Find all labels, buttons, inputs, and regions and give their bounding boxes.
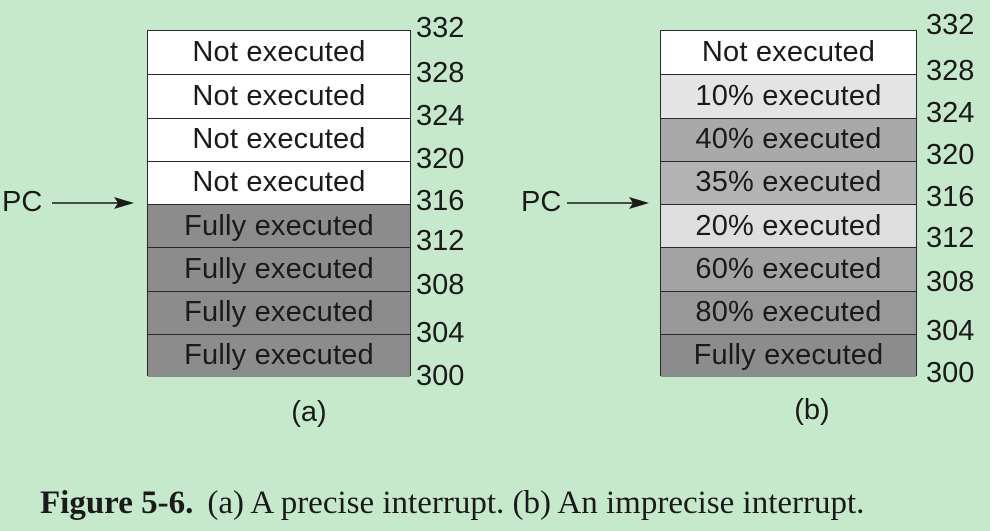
address-label: 316 bbox=[416, 185, 465, 217]
instruction-cell: Not executed bbox=[148, 74, 410, 118]
diagram-label-a: (a) bbox=[291, 396, 327, 428]
instruction-cell: 40% executed bbox=[661, 117, 916, 161]
pc-label-a: PC bbox=[2, 186, 43, 218]
instruction-cell: Fully executed bbox=[148, 204, 410, 248]
address-label: 320 bbox=[416, 143, 465, 175]
instruction-cell: Fully executed bbox=[148, 333, 410, 377]
instruction-cell: Not executed bbox=[148, 31, 410, 75]
address-label: 328 bbox=[926, 55, 975, 87]
pc-arrow-b bbox=[567, 197, 649, 209]
instruction-cell: Fully executed bbox=[148, 290, 410, 334]
address-label: 304 bbox=[416, 317, 465, 349]
instruction-cell: Not executed bbox=[661, 31, 916, 75]
instruction-cell: 35% executed bbox=[661, 160, 916, 204]
instruction-cell: 10% executed bbox=[661, 74, 916, 118]
diagram-label-b: (b) bbox=[794, 394, 830, 426]
pc-arrow-a bbox=[52, 197, 134, 209]
address-label: 312 bbox=[926, 222, 975, 254]
instruction-cell: Fully executed bbox=[148, 247, 410, 291]
address-label: 304 bbox=[926, 315, 975, 347]
address-label: 300 bbox=[926, 357, 975, 389]
instruction-cell: 20% executed bbox=[661, 204, 916, 248]
address-label: 324 bbox=[926, 97, 975, 129]
address-label: 312 bbox=[416, 225, 465, 257]
address-label: 316 bbox=[926, 181, 975, 213]
address-label: 308 bbox=[416, 269, 465, 301]
figure-caption-label: Figure 5-6. bbox=[40, 485, 194, 521]
instruction-cell: Not executed bbox=[148, 117, 410, 161]
pc-label-b: PC bbox=[521, 186, 562, 218]
instruction-cell: Not executed bbox=[148, 160, 410, 204]
address-label: 332 bbox=[416, 12, 465, 44]
figure-caption-text: (a) A precise interrupt. (b) An imprecis… bbox=[207, 485, 865, 521]
address-label: 324 bbox=[416, 100, 465, 132]
figure-caption: Figure 5-6. (a) A precise interrupt. (b) … bbox=[40, 487, 864, 520]
instruction-cell: Fully executed bbox=[661, 333, 916, 377]
address-label: 308 bbox=[926, 266, 975, 298]
address-label: 328 bbox=[416, 57, 465, 89]
address-label: 320 bbox=[926, 139, 975, 171]
instruction-cell: 80% executed bbox=[661, 290, 916, 334]
address-label: 300 bbox=[416, 360, 465, 392]
address-label: 332 bbox=[926, 9, 975, 41]
instruction-cell: 60% executed bbox=[661, 247, 916, 291]
